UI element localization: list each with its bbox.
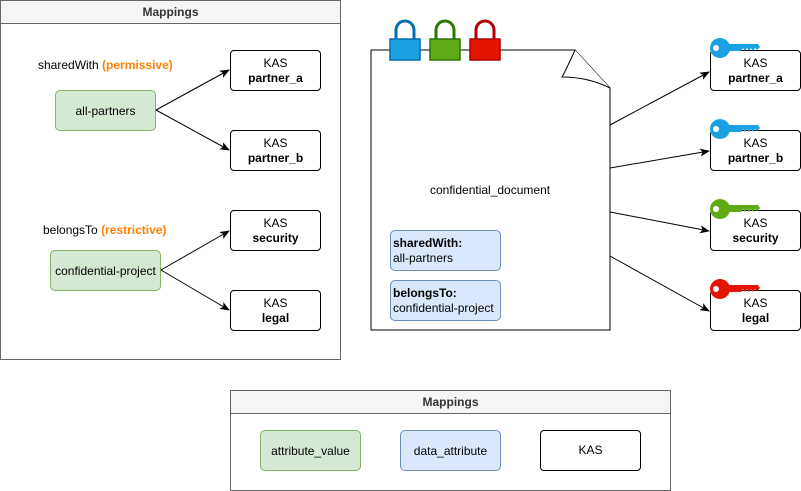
data-attribute-value: all-partners (393, 251, 454, 265)
kas-prefix: KAS (743, 55, 768, 70)
green-key-icon (710, 199, 760, 219)
legend-attribute-value: attribute_value (260, 430, 361, 471)
kas-partner-a[interactable]: KAS partner_a (230, 50, 321, 91)
attribute-value-confidential-project[interactable]: confidential-project (50, 250, 161, 291)
attribute-value-label: confidential-project (55, 263, 156, 278)
kas-security-right[interactable]: KAS security (710, 210, 801, 251)
attribute-value-all-partners[interactable]: all-partners (55, 90, 156, 131)
kas-name: security (732, 230, 779, 245)
red-lock-icon (469, 19, 501, 61)
kas-name: legal (741, 310, 770, 325)
legend-label: attribute_value (271, 443, 350, 458)
shared-with-label: sharedWith (38, 58, 99, 72)
data-attribute-key: belongsTo: (393, 286, 457, 300)
attribute-value-label: all-partners (75, 103, 136, 118)
blue-key-icon (710, 38, 760, 58)
kas-security[interactable]: KAS security (230, 210, 321, 251)
kas-prefix: KAS (743, 135, 768, 150)
kas-prefix: KAS (743, 215, 768, 230)
blue-key-icon (710, 119, 760, 139)
kas-name: partner_a (728, 70, 783, 85)
legend-label: data_attribute (413, 443, 488, 458)
belongs-to-heading: belongsTo (restrictive) (43, 222, 166, 238)
kas-name: legal (261, 310, 290, 325)
kas-prefix: KAS (743, 295, 768, 310)
mappings-panel-title: Mappings (1, 1, 340, 24)
kas-partner-b[interactable]: KAS partner_b (230, 130, 321, 171)
permissive-qualifier: (permissive) (102, 58, 173, 72)
kas-name: partner_a (248, 70, 303, 85)
kas-prefix: KAS (263, 55, 288, 70)
kas-name: partner_b (247, 150, 304, 165)
kas-prefix: KAS (263, 215, 288, 230)
green-lock-icon (429, 19, 461, 61)
legend-kas: KAS (540, 430, 641, 471)
belongs-to-label: belongsTo (43, 223, 98, 237)
data-attribute-shared-with[interactable]: sharedWith: all-partners (390, 230, 501, 271)
document-title: confidential_document (430, 183, 551, 197)
legend-data-attribute: data_attribute (400, 430, 501, 471)
kas-legal-right[interactable]: KAS legal (710, 290, 801, 331)
kas-legal[interactable]: KAS legal (230, 290, 321, 331)
legend-panel-title: Mappings (231, 391, 670, 414)
data-attribute-key: sharedWith: (393, 236, 463, 250)
legend-label: KAS (578, 443, 603, 457)
blue-lock-icon (389, 19, 421, 61)
data-attribute-belongs-to[interactable]: belongsTo: confidential-project (390, 280, 501, 321)
restrictive-qualifier: (restrictive) (101, 223, 167, 237)
kas-prefix: KAS (263, 295, 288, 310)
kas-name: security (252, 230, 299, 245)
shared-with-heading: sharedWith (permissive) (38, 57, 173, 73)
red-key-icon (710, 279, 760, 299)
kas-partner-a-right[interactable]: KAS partner_a (710, 50, 801, 91)
data-attribute-value: confidential-project (393, 301, 494, 315)
kas-prefix: KAS (263, 135, 288, 150)
kas-name: partner_b (727, 150, 784, 165)
